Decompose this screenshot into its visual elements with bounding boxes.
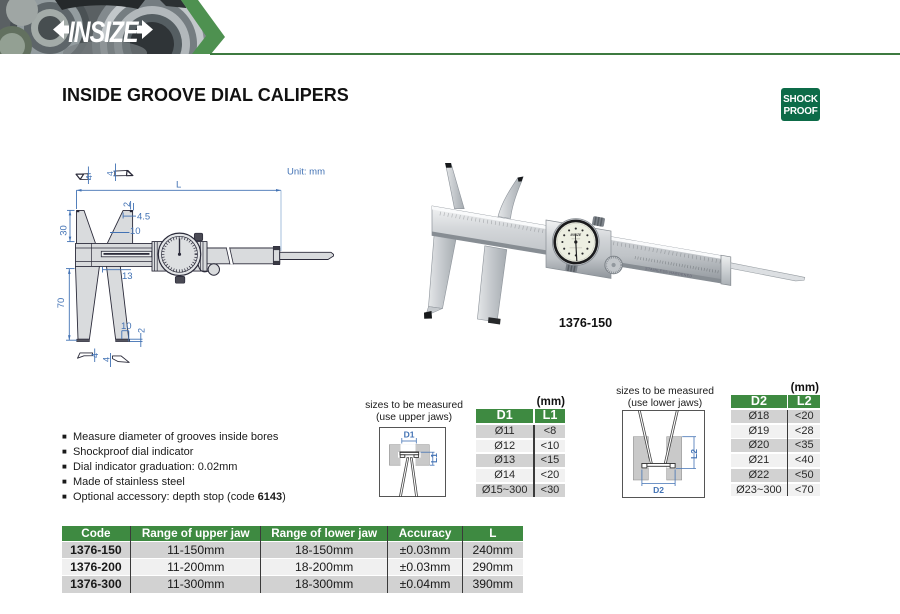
svg-text:Unit: mm: Unit: mm bbox=[287, 167, 325, 178]
svg-text:70: 70 bbox=[56, 298, 67, 309]
svg-text:2: 2 bbox=[137, 328, 147, 333]
svg-text:D1: D1 bbox=[404, 430, 415, 440]
svg-text:4: 4 bbox=[84, 175, 94, 180]
svg-text:10: 10 bbox=[121, 321, 132, 332]
svg-text:4: 4 bbox=[105, 171, 115, 176]
svg-text:10: 10 bbox=[130, 226, 141, 237]
svg-text:L2: L2 bbox=[689, 449, 699, 459]
svg-text:D2: D2 bbox=[653, 485, 664, 495]
svg-text:L: L bbox=[176, 180, 181, 191]
svg-text:30: 30 bbox=[59, 225, 70, 236]
svg-text:INSIZE: INSIZE bbox=[570, 233, 581, 237]
svg-text:INSIZE: INSIZE bbox=[68, 15, 139, 47]
svg-text:L1: L1 bbox=[429, 453, 439, 463]
svg-text:STAINLESS HARDENED: STAINLESS HARDENED bbox=[645, 267, 693, 279]
svg-text:4: 4 bbox=[102, 357, 112, 362]
svg-text:2: 2 bbox=[122, 202, 132, 207]
svg-text:13: 13 bbox=[122, 271, 133, 282]
svg-text:4: 4 bbox=[90, 353, 100, 358]
svg-text:4.5: 4.5 bbox=[137, 212, 150, 223]
